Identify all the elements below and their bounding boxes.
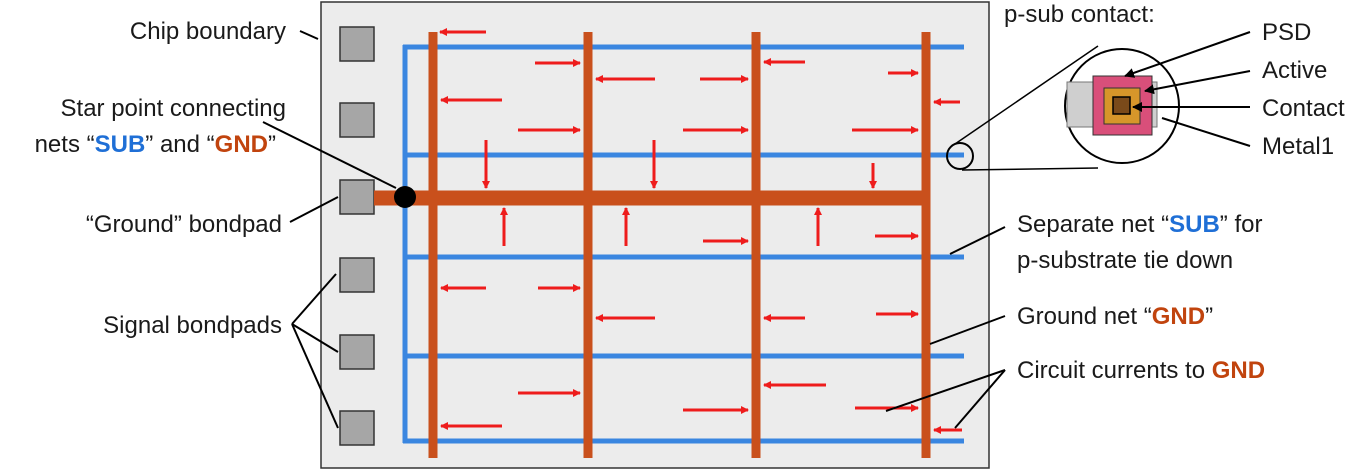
metal1-label: Metal1 xyxy=(1262,133,1334,160)
ground-bondpad-label: “Ground” bondpad xyxy=(86,211,282,238)
contact-label: Contact xyxy=(1262,95,1345,122)
signal-bondpad xyxy=(339,257,375,293)
psub-contact-label: p-sub contact: xyxy=(1004,1,1155,28)
separate-net-label-line2: p-substrate tie down xyxy=(1017,247,1233,274)
star-point-label-line2: nets “SUB” and “GND” xyxy=(35,131,276,158)
zoom-line xyxy=(954,45,1099,145)
psub-contact-marker xyxy=(946,142,974,170)
signal-bondpad xyxy=(339,334,375,370)
sub-net xyxy=(402,44,964,444)
ground-bondpad xyxy=(339,179,375,215)
star-point-label-line1: Star point connecting xyxy=(61,95,286,122)
signal-bondpad xyxy=(339,102,375,138)
circuit-currents-label: Circuit currents to GND xyxy=(1017,357,1265,384)
star-point xyxy=(394,186,416,208)
circuit-current-arrows xyxy=(439,28,962,434)
ground-net-label: Ground net “GND” xyxy=(1017,303,1213,330)
gnd-net xyxy=(374,32,931,458)
signal-bondpad xyxy=(339,410,375,446)
psd-label: PSD xyxy=(1262,19,1311,46)
separate-net-label-line1: Separate net “SUB” for xyxy=(1017,211,1262,238)
chip-boundary-label: Chip boundary xyxy=(130,18,286,45)
psub-contact-detail xyxy=(1064,48,1180,164)
zoom-line xyxy=(961,167,1099,171)
leader-lines xyxy=(262,30,1251,429)
signal-bondpad xyxy=(339,26,375,62)
signal-bondpads-label: Signal bondpads xyxy=(103,312,282,339)
active-label: Active xyxy=(1262,57,1327,84)
contact-layer xyxy=(1112,96,1131,115)
